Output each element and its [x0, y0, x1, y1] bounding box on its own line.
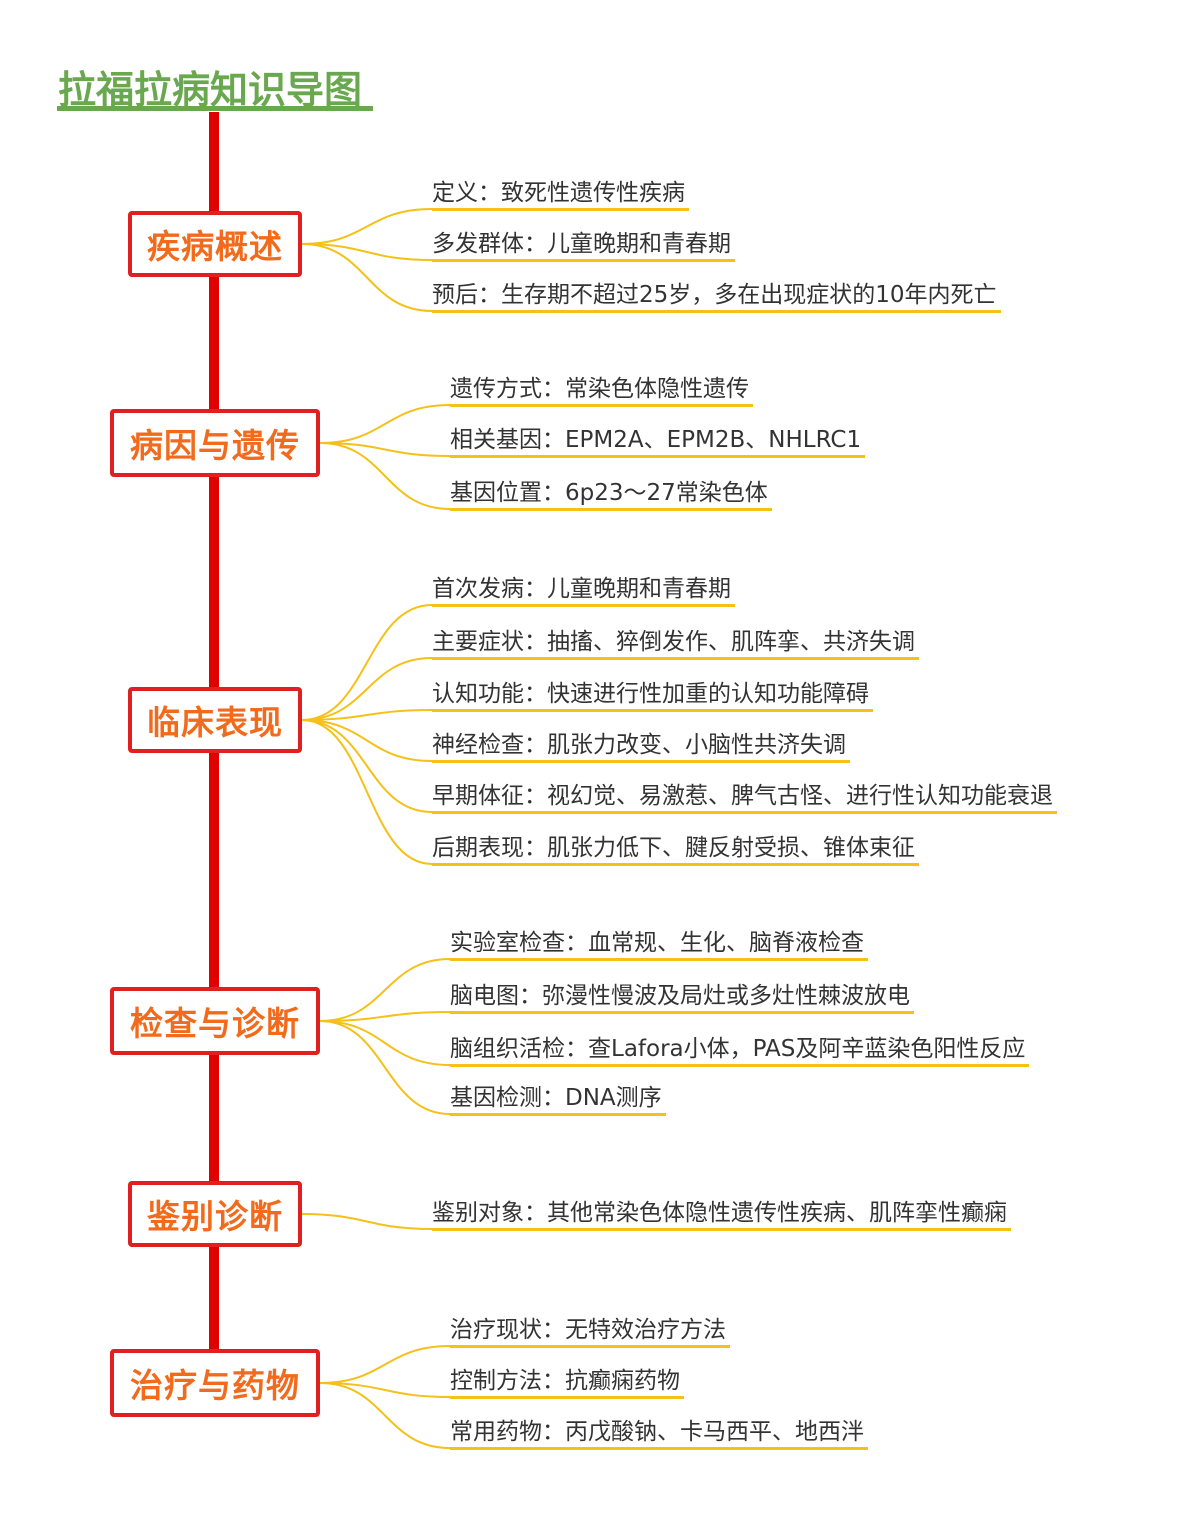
connector-curve: [319, 1345, 451, 1384]
connector-curve: [319, 1382, 451, 1398]
branch-node-3[interactable]: 临床表现: [128, 687, 302, 753]
leaf-item[interactable]: 常用药物：丙戊酸钠、卡马西平、地西泮: [450, 1419, 864, 1445]
connector-curve: [301, 719, 433, 865]
leaf-item[interactable]: 实验室检查：血常规、生化、脑脊液检查: [450, 930, 864, 956]
leaf-underline: [432, 208, 689, 211]
leaf-item[interactable]: 早期体征：视幻觉、易激惹、脾气古怪、进行性认知功能衰退: [432, 783, 1053, 809]
connector-curve: [301, 208, 433, 245]
branch-node-5[interactable]: 鉴别诊断: [128, 1181, 302, 1247]
leaf-item[interactable]: 控制方法：抗癫痫药物: [450, 1368, 680, 1394]
branch-node-1[interactable]: 疾病概述: [128, 211, 302, 277]
connector-curve: [319, 442, 451, 510]
connector-curve: [301, 719, 433, 813]
connector-curve: [319, 442, 451, 457]
connector-curve: [301, 1213, 433, 1230]
branch-node-4[interactable]: 检查与诊断: [110, 987, 320, 1055]
leaf-underline: [432, 1228, 1011, 1231]
leaf-underline: [450, 1345, 730, 1348]
leaf-item[interactable]: 遗传方式：常染色体隐性遗传: [450, 376, 749, 402]
leaf-item[interactable]: 神经检查：肌张力改变、小脑性共济失调: [432, 732, 846, 758]
leaf-underline: [450, 508, 772, 511]
leaf-item[interactable]: 首次发病：儿童晚期和青春期: [432, 576, 731, 602]
branch-node-6[interactable]: 治疗与药物: [110, 1349, 320, 1417]
leaf-underline: [450, 455, 865, 458]
leaf-item[interactable]: 脑电图：弥漫性慢波及局灶或多灶性棘波放电: [450, 983, 910, 1009]
leaf-underline: [450, 1011, 914, 1014]
connector-curve: [301, 719, 433, 762]
leaf-item[interactable]: 治疗现状：无特效治疗方法: [450, 1317, 726, 1343]
leaf-underline: [450, 404, 753, 407]
leaf-underline: [450, 1113, 666, 1116]
connector-curve: [319, 1020, 451, 1115]
connector-curve: [301, 604, 433, 721]
leaf-underline: [450, 1447, 868, 1450]
title-underline: [57, 106, 373, 111]
connector-curve: [301, 243, 433, 261]
leaf-underline: [450, 958, 868, 961]
leaf-item[interactable]: 基因检测：DNA测序: [450, 1085, 662, 1111]
connector-curve: [319, 1020, 451, 1066]
leaf-item[interactable]: 后期表现：肌张力低下、腱反射受损、锥体束征: [432, 835, 915, 861]
leaf-item[interactable]: 认知功能：快速进行性加重的认知功能障碍: [432, 681, 869, 707]
connector-curve: [319, 1382, 451, 1449]
leaf-item[interactable]: 主要症状：抽搐、猝倒发作、肌阵挛、共济失调: [432, 629, 915, 655]
leaf-underline: [432, 863, 919, 866]
leaf-underline: [432, 310, 1001, 313]
connector-curve: [319, 1011, 451, 1022]
connector-curve: [319, 404, 451, 444]
leaf-underline: [432, 259, 735, 262]
leaf-item[interactable]: 多发群体：儿童晚期和青春期: [432, 231, 731, 257]
leaf-underline: [432, 811, 1057, 814]
branch-node-2[interactable]: 病因与遗传: [110, 409, 320, 477]
leaf-underline: [432, 657, 919, 660]
leaf-underline: [432, 760, 850, 763]
leaf-underline: [450, 1064, 1029, 1067]
page-title: 拉福拉病知识导图: [58, 68, 363, 112]
leaf-item[interactable]: 鉴别对象：其他常染色体隐性遗传性疾病、肌阵挛性癫痫: [432, 1200, 1007, 1226]
connector-curve: [319, 958, 451, 1022]
leaf-item[interactable]: 相关基因：EPM2A、EPM2B、NHLRC1: [450, 427, 862, 453]
leaf-underline: [450, 1396, 684, 1399]
leaf-underline: [432, 604, 735, 607]
connector-curve: [301, 243, 433, 312]
leaf-item[interactable]: 脑组织活检：查Lafora小体，PAS及阿辛蓝染色阳性反应: [450, 1036, 1026, 1062]
leaf-underline: [432, 709, 873, 712]
connector-curve: [301, 709, 433, 721]
connector-curve: [301, 657, 433, 721]
leaf-item[interactable]: 基因位置：6p23～27常染色体: [450, 480, 768, 506]
leaf-item[interactable]: 预后：生存期不超过25岁，多在出现症状的10年内死亡: [432, 282, 997, 308]
leaf-item[interactable]: 定义：致死性遗传性疾病: [432, 180, 685, 206]
